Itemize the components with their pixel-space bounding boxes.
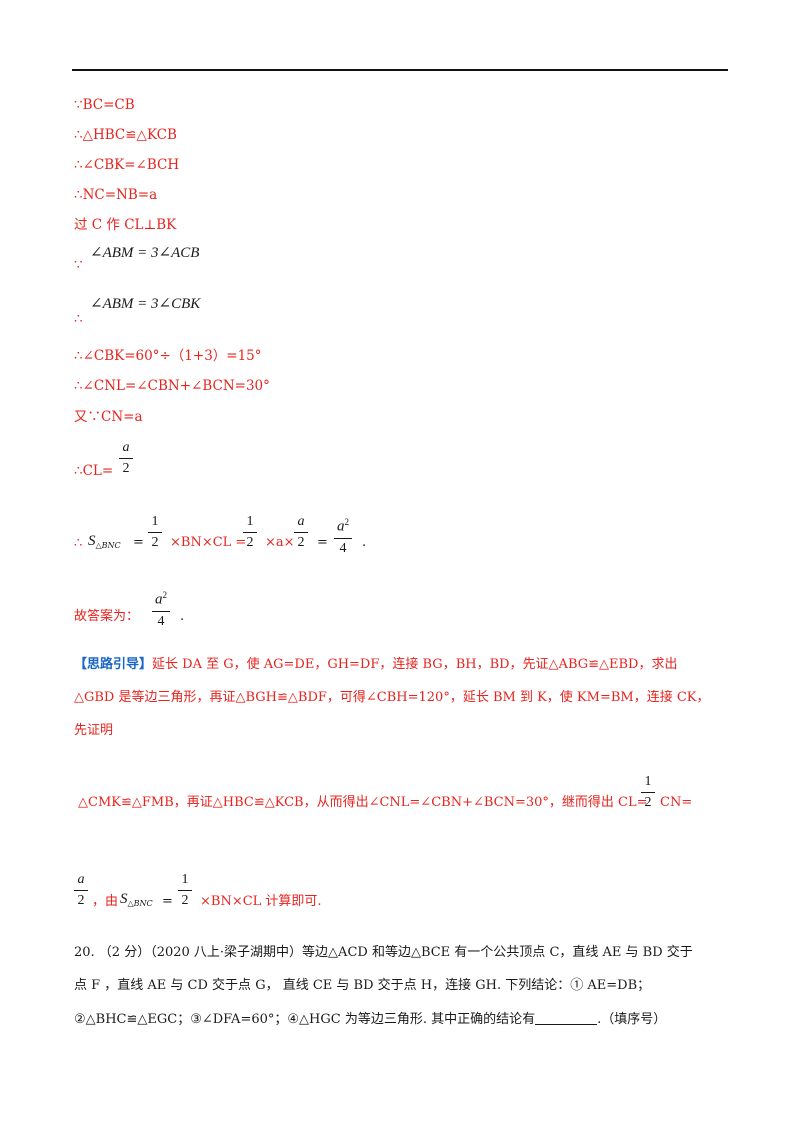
fraction-a-over-2: a 2 — [119, 440, 133, 477]
area-bn-cl: ×BN×CL = — [170, 535, 247, 550]
line-bc-eq-cb: ∵BC=CB — [74, 97, 135, 113]
area-eq2: = — [317, 535, 328, 550]
hint-area-symbol: S△BNC — [120, 891, 153, 908]
hint-line-1: 【思路引导】延长 DA 至 G，使 AG=DE，GH=DF，连接 BG，BH，B… — [74, 657, 678, 672]
area-period: . — [362, 535, 367, 550]
area-eq1: = — [133, 535, 144, 550]
question-line-1: 20. （2 分）（2020 八上·梁子湖期中）等边△ACD 和等边△BCE 有… — [74, 945, 693, 960]
hint-eq: = — [162, 894, 173, 909]
answer-period: . — [180, 609, 185, 624]
equation-abm-acb: ∠ABM = 3∠ACB — [90, 245, 200, 261]
line-therefore-symbol: ∴ — [74, 311, 83, 327]
area-therefore: ∴ — [74, 536, 83, 551]
line-because-symbol: ∵ — [74, 257, 83, 273]
equation-abm-cbk: ∠ABM = 3∠CBK — [90, 296, 201, 312]
line-perpendicular: 过 C 作 CL⊥BK — [74, 217, 177, 233]
hint-cn-eq: CN= — [660, 795, 693, 810]
header-rule — [72, 69, 728, 71]
line-congruent: ∴△HBC≌△KCB — [74, 127, 177, 143]
hint-line-3: 先证明 — [74, 723, 114, 738]
hint-line-5: ×BN×CL 计算即可. — [200, 894, 322, 909]
line-nc-nb: ∴NC=NB=a — [74, 187, 158, 203]
area-a-times: ×a× — [265, 535, 295, 550]
hint-line-4: △CMK≌△FMB，再证△HBC≌△KCB，从而得出∠CNL=∠CBN+∠BCN… — [78, 795, 648, 810]
question-line-3: ②△BHC≌△EGC；③∠DFA=60°；④△HGC 为等边三角形. 其中正确的… — [74, 1010, 667, 1027]
line-cnl-30: ∴∠CNL=∠CBN+∠BCN=30° — [74, 378, 270, 394]
question-line-2: 点 F ，直线 AE 与 CD 交于点 G， 直线 CE 与 BD 交于点 H，… — [74, 978, 651, 993]
line-cn-eq-a: 又∵CN=a — [74, 409, 143, 425]
line-cbk-15: ∴∠CBK=60°÷（1+3）=15° — [74, 348, 262, 364]
hint-tag: 【思路引导】 — [74, 657, 153, 672]
hint-by: ，由 — [92, 894, 119, 909]
line-angle-eq: ∴∠CBK=∠BCH — [74, 157, 180, 173]
answer-blank[interactable] — [535, 1010, 598, 1025]
area-symbol: S△BNC — [88, 533, 121, 550]
hint-line-2: △GBD 是等边三角形，再证△BGH≌△BDF，可得∠CBH=120°，延长 B… — [74, 690, 710, 705]
line-cl-prefix: ∴CL= — [74, 463, 114, 479]
answer-label: 故答案为： — [74, 609, 140, 624]
